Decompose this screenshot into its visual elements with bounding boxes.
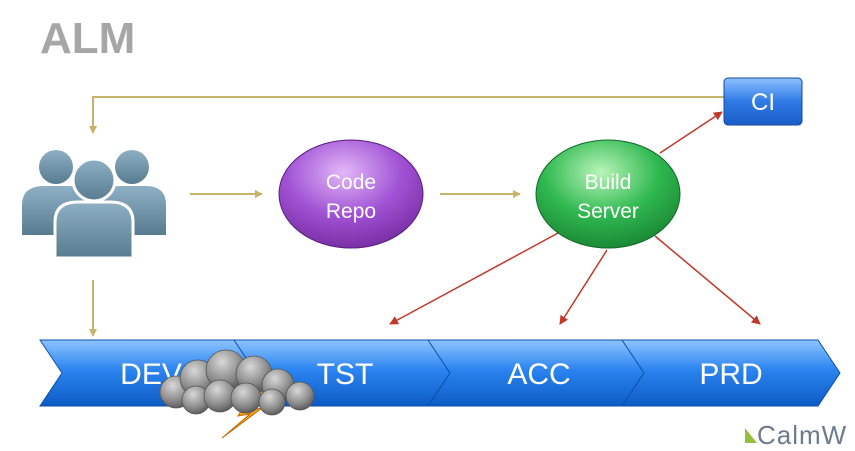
- stage-prd-shape: [621, 339, 841, 407]
- feedback-arrow-ci-to-team: [89, 96, 724, 134]
- build-server-node: Build Server: [535, 139, 681, 249]
- team-people-icon: [22, 150, 166, 260]
- brand-logo-mark: [745, 428, 757, 443]
- code-repo-node: Code Repo: [278, 139, 424, 249]
- brand-logo-text: CalmW: [757, 420, 848, 450]
- stage-tst-label: TST: [317, 358, 374, 391]
- arrow-build-server-to-tst: [389, 231, 561, 325]
- ci-label: CI: [751, 89, 775, 116]
- pipeline-stages: DEV TST ACC PRD: [39, 339, 841, 407]
- code-repo-label-line2: Repo: [326, 200, 376, 223]
- stage-acc-label: ACC: [507, 358, 570, 391]
- stage-prd-label: PRD: [699, 358, 762, 391]
- storm-cloud-icon: [159, 349, 315, 439]
- arrow-build-server-to-acc: [559, 249, 608, 325]
- ci-node: CI: [723, 77, 803, 126]
- arrow-build-server-to-prd: [654, 235, 761, 325]
- build-server-label-line2: Server: [577, 200, 639, 223]
- code-repo-label-line1: Code: [326, 171, 376, 194]
- arrow-build-server-to-ci: [659, 111, 723, 154]
- slide-title: ALM: [40, 14, 136, 63]
- build-server-label-line1: Build: [585, 171, 632, 194]
